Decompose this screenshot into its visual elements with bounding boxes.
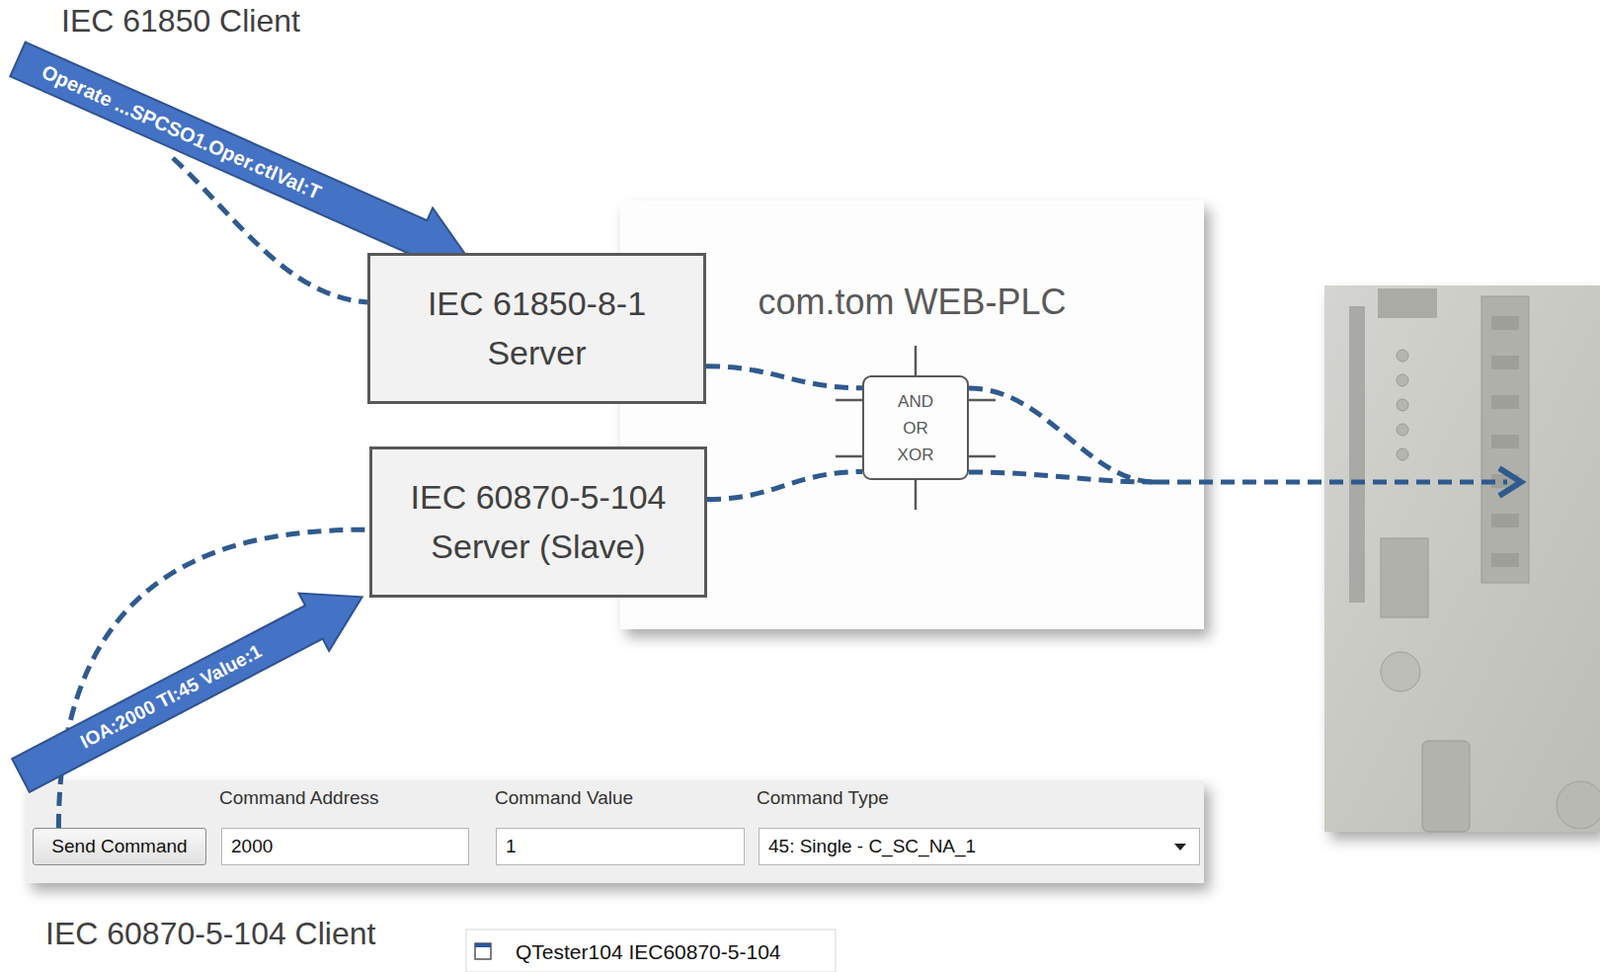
field-value: 1	[505, 835, 517, 858]
flow-connector-line	[706, 366, 863, 389]
device-knob	[1556, 781, 1600, 829]
output-flow-line	[968, 388, 1156, 482]
toolbar-panel	[25, 780, 1204, 883]
field-value: 45: Single - C_SC_NA_1	[768, 835, 976, 858]
device-led	[1396, 399, 1409, 411]
dropdown-field: 45: Single - C_SC_NA_1	[758, 827, 1200, 866]
command-arrow	[5, 567, 378, 804]
dropdown-arrow	[1173, 842, 1188, 853]
window-icon-bar	[475, 943, 491, 948]
dropdown-arrow-shape	[1174, 843, 1187, 851]
device-port	[1380, 538, 1429, 618]
command-arrow-shape	[5, 567, 378, 804]
terminal-block	[1481, 296, 1529, 583]
field-value: 2000	[231, 835, 273, 858]
gate-functions: AND OR XOR	[897, 388, 935, 469]
flow-connector	[706, 366, 863, 389]
gate-pin	[835, 455, 863, 459]
arrow-label: IOA:2000 TI:45 Value:1	[11, 605, 322, 793]
terminal-pin	[1491, 553, 1520, 567]
gate-pin	[914, 345, 918, 376]
client-title: IEC 61850 Client	[61, 1, 301, 40]
server-title: IEC 60870-5-104 Server (Slave)	[382, 473, 695, 571]
input-field: 2000	[221, 827, 470, 866]
gate-pin	[835, 399, 863, 402]
window-icon	[475, 943, 491, 960]
plc-panel-background	[620, 200, 1204, 630]
terminal-pin	[1491, 316, 1520, 330]
terminal-pin	[1491, 355, 1520, 370]
gate-pin	[968, 399, 996, 402]
device-slot	[1349, 306, 1365, 603]
input-field: 1	[495, 827, 745, 866]
server-title: IEC 61850-8-1 Server	[380, 279, 694, 378]
terminal-pin	[1491, 395, 1520, 409]
server-box: IEC 60870-5-104 Server (Slave)	[369, 446, 708, 598]
column-heading: Command Type	[756, 787, 889, 810]
button-text: Send Command	[51, 835, 187, 858]
plc-title: com.tom WEB-PLC	[620, 281, 1204, 323]
window-title: QTester104 IEC60870-5-104	[515, 939, 782, 964]
gate-pin	[914, 480, 918, 510]
client-title: IEC 60870-5-104 Client	[45, 914, 376, 953]
terminal-pin	[1491, 513, 1520, 528]
output-flow-line	[968, 472, 1156, 482]
column-heading: Command Address	[219, 787, 380, 810]
flow-connector	[707, 472, 863, 500]
gate-pin	[968, 455, 996, 459]
send-button: Send Command	[32, 827, 207, 866]
device-led	[1396, 374, 1409, 387]
device-led	[1396, 423, 1409, 436]
flow-connector-line	[707, 472, 863, 500]
device-connector	[1377, 288, 1438, 319]
column-heading: Command Value	[494, 787, 634, 810]
gate-pins	[835, 345, 996, 510]
output-arrowhead	[1499, 468, 1521, 496]
device-body	[1324, 285, 1600, 832]
terminal-pin	[1491, 434, 1520, 449]
output-flow-line	[1155, 480, 1508, 485]
arrow-label: Operate ...SPCSO1.Oper.ctlVal:T	[9, 42, 427, 255]
device-socket	[1380, 651, 1421, 692]
logic-gate: AND OR XOR	[862, 375, 969, 480]
device-led	[1396, 448, 1409, 461]
device-photo	[1324, 285, 1600, 832]
dsub-connector	[1422, 740, 1470, 832]
command-arrow-shape	[4, 29, 483, 290]
window-titlebar	[466, 929, 836, 972]
command-arrow	[4, 29, 483, 290]
device-led	[1396, 349, 1409, 362]
plc-panel: com.tom WEB-PLC AND OR XOR	[620, 200, 1204, 630]
server-box: IEC 61850-8-1 Server	[367, 252, 707, 404]
